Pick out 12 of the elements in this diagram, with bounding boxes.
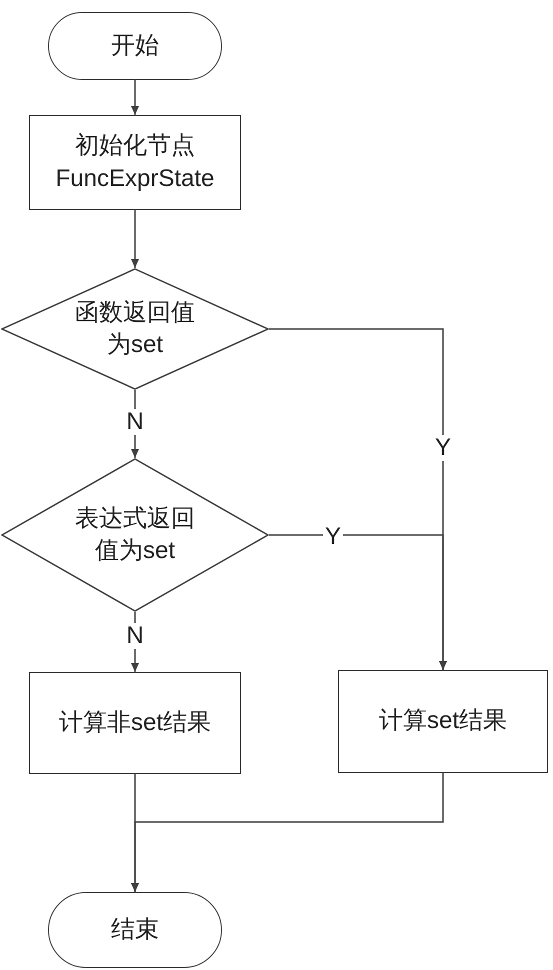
decision-diamond: 表达式返回值为set <box>1 458 269 612</box>
end-terminal: 结束 <box>48 892 222 968</box>
arrow <box>269 534 447 670</box>
edge-label: Y <box>433 435 453 461</box>
arrow <box>131 210 139 268</box>
process-box: 计算set结果 <box>338 670 548 773</box>
process-box: 初始化节点FuncExprState <box>29 115 241 210</box>
arrow <box>131 773 444 892</box>
arrow <box>131 80 139 115</box>
process-box: 计算非set结果 <box>29 672 241 774</box>
start-terminal: 开始 <box>48 12 222 80</box>
decision-diamond: 函数返回值为set <box>1 268 269 390</box>
